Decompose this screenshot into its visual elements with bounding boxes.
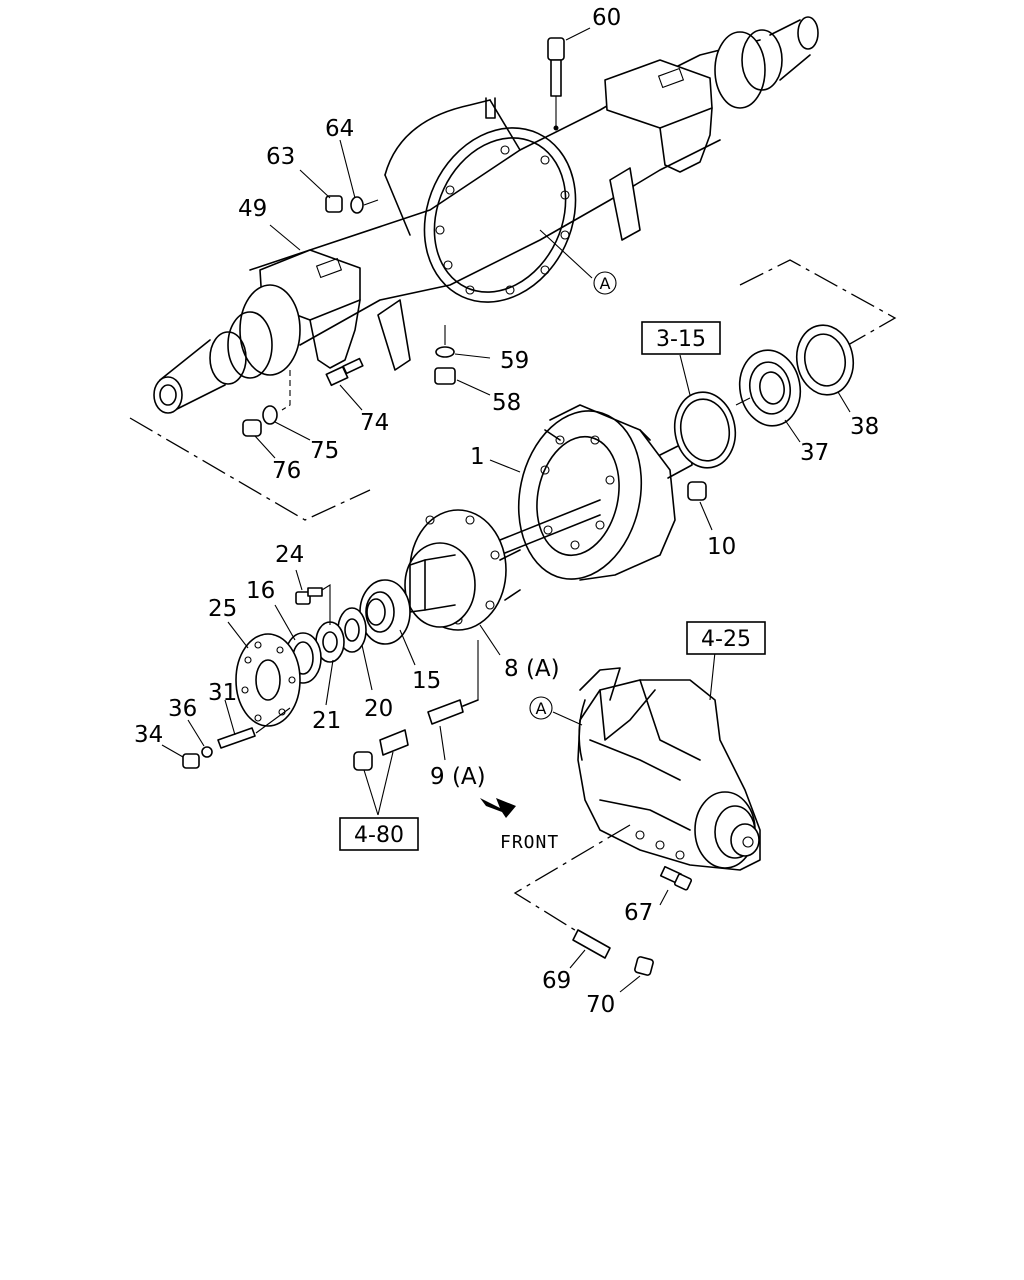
callout-37: 37 (800, 440, 829, 466)
front-arrow-icon (480, 798, 516, 818)
callout-69: 69 (542, 968, 571, 994)
right-dash-line (739, 259, 897, 346)
axle-shaft (499, 499, 601, 556)
callout-16: 16 (246, 578, 275, 604)
callout-49: 49 (238, 196, 267, 222)
washer-20 (337, 607, 373, 691)
ref-label-4-25: 4-25 (701, 627, 751, 652)
callout-70: 70 (586, 992, 615, 1018)
callout-58: 58 (492, 390, 521, 416)
callout-60: 60 (592, 5, 621, 31)
bearing-37 (735, 349, 802, 443)
bolt-74 (325, 357, 364, 411)
lock-nut-21 (315, 621, 345, 706)
breather-bolt-60 (547, 27, 591, 131)
callout-25: 25 (208, 596, 237, 622)
callout-76: 76 (272, 458, 301, 484)
cover-plate-25 (227, 621, 301, 727)
callout-38: 38 (850, 414, 879, 440)
wheel-nuts-4-80 (353, 729, 409, 816)
callout-63: 63 (266, 144, 295, 170)
callout-75: 75 (310, 438, 339, 464)
bolt-24 (295, 569, 331, 625)
callout-64: 64 (325, 116, 354, 142)
brake-drum-1 (517, 404, 693, 581)
callout-15: 15 (412, 668, 441, 694)
right-spindle (714, 16, 819, 109)
marker-a-housing-label: A (600, 274, 611, 293)
right-bracket (609, 167, 641, 241)
left-spindle (153, 284, 301, 414)
left-dash-line (129, 417, 371, 521)
marker-a-carrier (529, 696, 553, 720)
callout-24: 24 (275, 542, 304, 568)
nut-washer-63-64 (299, 139, 379, 214)
callout-34: 34 (134, 722, 163, 748)
callout-31: 31 (208, 680, 237, 706)
callout-21: 21 (312, 708, 341, 734)
hub-stud-9 (427, 640, 479, 761)
nut-washer-58-59 (434, 325, 491, 396)
callout-67: 67 (624, 900, 653, 926)
stud-nut-69-70 (569, 929, 654, 993)
bearing-race-38 (795, 324, 855, 413)
callout-10: 10 (707, 534, 736, 560)
right-spring-seat (604, 59, 713, 129)
ref-label-4-80: 4-80 (354, 823, 404, 848)
banjo-bolt-holes (435, 145, 570, 295)
left-bracket (377, 299, 411, 371)
callout-20: 20 (364, 696, 393, 722)
washer-nut-75-76 (242, 370, 311, 459)
bolt-67 (659, 865, 693, 906)
callouts: 60 64 63 49 59 58 74 75 76 1 38 37 10 24… (134, 5, 879, 1018)
ref-label-3-15: 3-15 (656, 327, 706, 352)
callout-1: 1 (470, 444, 485, 470)
marker-a-carrier-label: A (536, 699, 547, 718)
ref-box-4-25: 4-25 (686, 621, 766, 655)
differential-carrier-4-25 (577, 651, 761, 871)
stud-washer-nut-31-36-34 (161, 699, 291, 769)
callout-59: 59 (500, 348, 529, 374)
wheel-hub-8 (404, 509, 521, 656)
callout-74: 74 (360, 410, 389, 436)
front-label: FRONT (500, 832, 559, 853)
axle-housing (153, 16, 819, 414)
marker-a-housing (593, 271, 617, 295)
oil-seal-3-15 (673, 354, 737, 469)
callout-9: 9 (A) (430, 764, 486, 790)
ref-box-4-80: 4-80 (339, 817, 419, 851)
callout-8: 8 (A) (504, 656, 560, 682)
breather (485, 97, 496, 119)
callout-36: 36 (168, 696, 197, 722)
nut-10 (687, 481, 713, 531)
ref-box-3-15: 3-15 (641, 321, 721, 355)
carrier-dash-line (513, 824, 631, 933)
